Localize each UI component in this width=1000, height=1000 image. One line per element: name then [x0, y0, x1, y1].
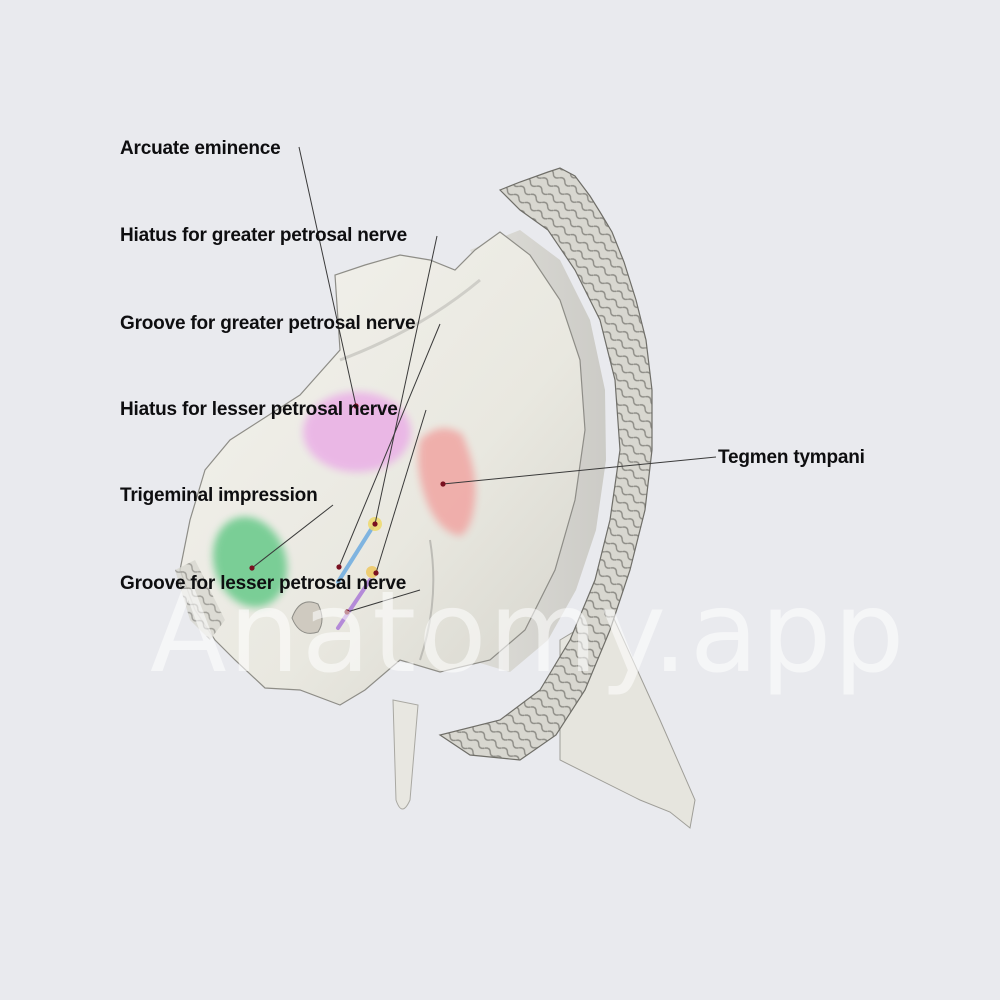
- arcuate-eminence-region: [303, 392, 411, 472]
- petrous-apex: [175, 560, 225, 640]
- tegmen-tympani-region: [418, 428, 476, 536]
- styloid-process: [392, 699, 419, 810]
- lesser-petrosal-groove: [336, 578, 372, 630]
- label-arcuate-eminence: Arcuate eminence: [120, 138, 281, 159]
- label-groove-greater-petrosal-nerve: Groove for greater petrosal nerve: [120, 313, 416, 334]
- label-groove-lesser-petrosal-nerve: Groove for lesser petrosal nerve: [120, 573, 407, 594]
- label-hiatus-lesser-petrosal-nerve: Hiatus for lesser petrosal nerve: [120, 399, 398, 420]
- label-trigeminal-impression: Trigeminal impression: [120, 485, 318, 506]
- leader-lines: [251, 146, 717, 613]
- pointer-dots: [249, 403, 446, 615]
- trigeminal-impression-region: [212, 516, 288, 608]
- label-hiatus-greater-petrosal-nerve: Hiatus for greater petrosal nerve: [120, 225, 407, 246]
- squamous-ridge: [438, 167, 653, 761]
- label-tegmen-tympani: Tegmen tympani: [718, 447, 865, 468]
- carotid-canal-opening: [291, 601, 323, 634]
- greater-petrosal-groove: [336, 526, 374, 584]
